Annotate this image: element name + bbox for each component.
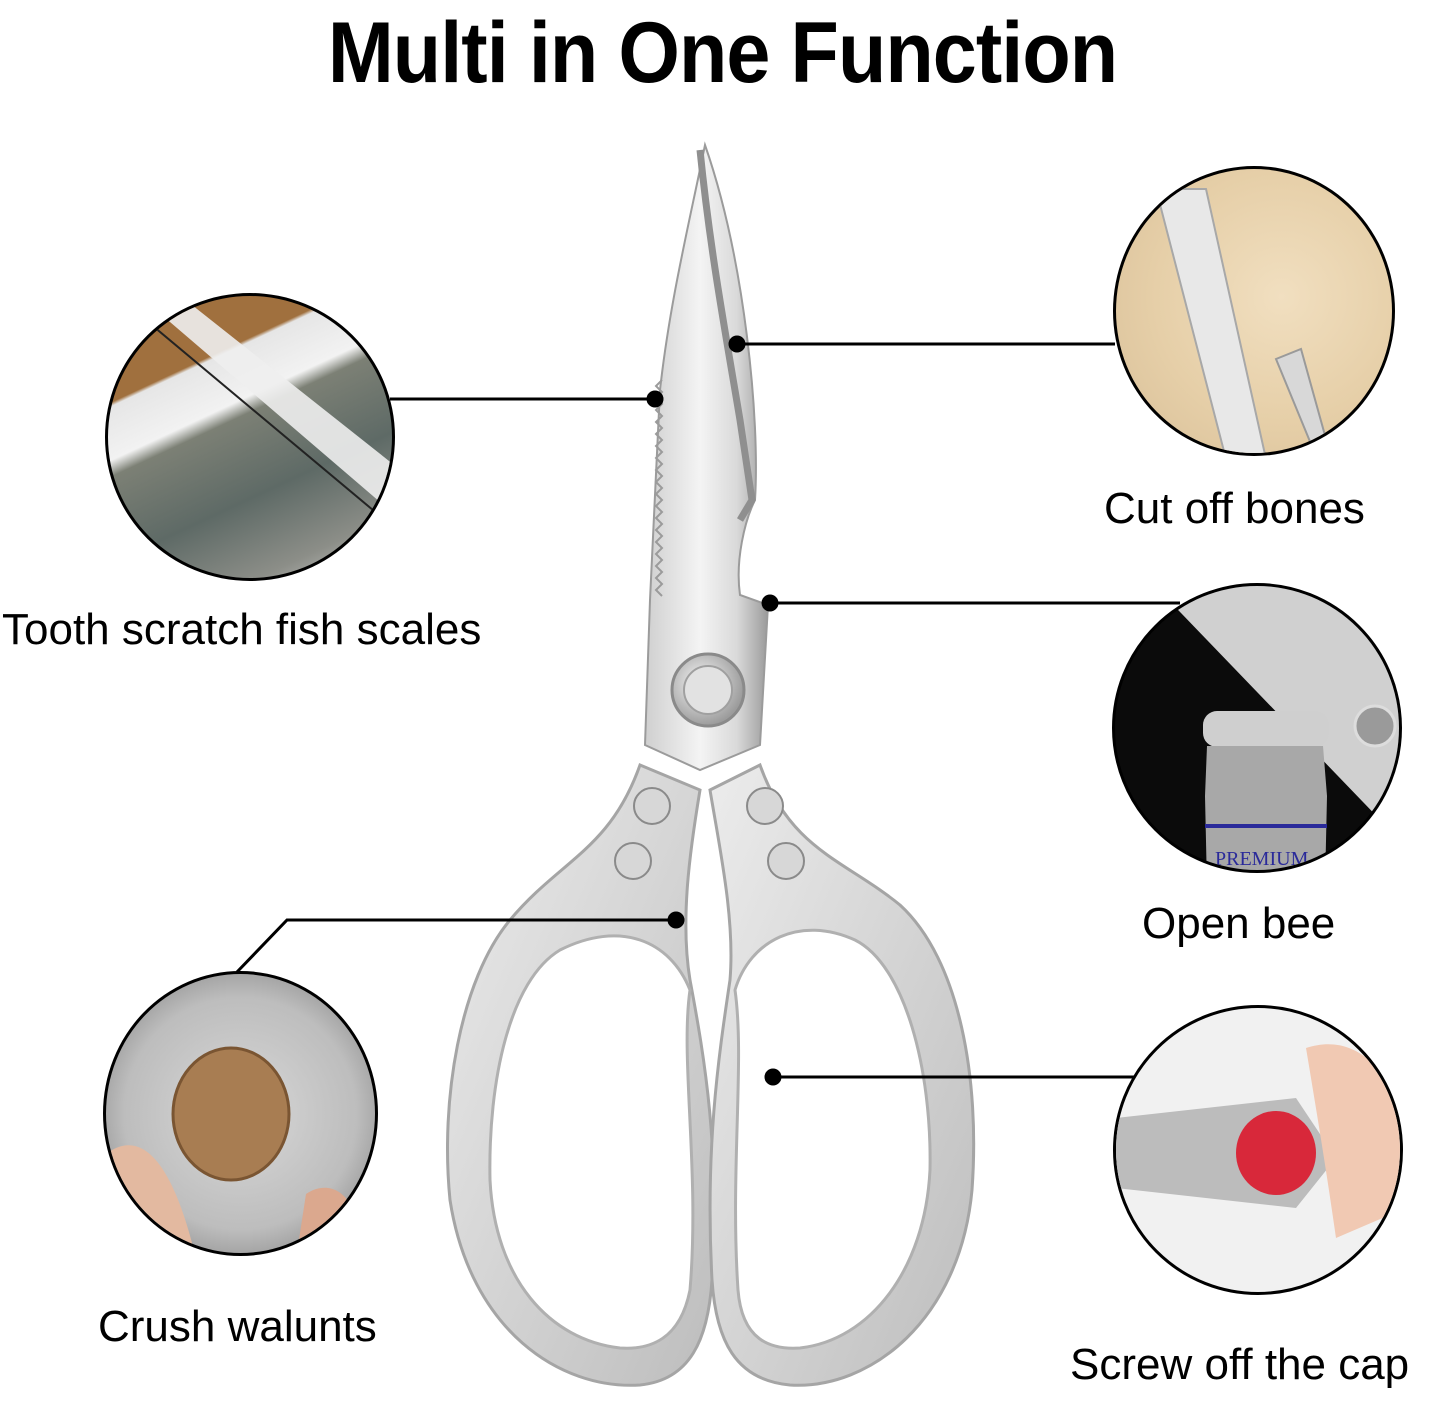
crush-walnuts-inset [103, 971, 378, 1256]
fish-scales-inset [105, 293, 395, 581]
feature-label-fish-scales: Tooth scratch fish scales [2, 605, 482, 654]
handles [446, 762, 976, 1387]
screw-cap-inset [1113, 1005, 1403, 1295]
feature-label-screw-cap: Screw off the cap [1070, 1340, 1410, 1389]
callout-lines [235, 335, 1180, 1086]
bottle-opener-inset: PREMIUM [1112, 583, 1402, 873]
feature-label-cut-bones: Cut off bones [1104, 484, 1365, 533]
feature-label-open-bottle: Open bee [1142, 899, 1336, 948]
feature-label-crush-walnuts: Crush walunts [98, 1302, 377, 1351]
page-title: Multi in One Function [327, 5, 1118, 101]
handle-rivets [614, 787, 805, 880]
blades [643, 141, 770, 772]
cut-bones-inset [1113, 166, 1395, 456]
bottle-label-text: PREMIUM [1215, 848, 1309, 870]
